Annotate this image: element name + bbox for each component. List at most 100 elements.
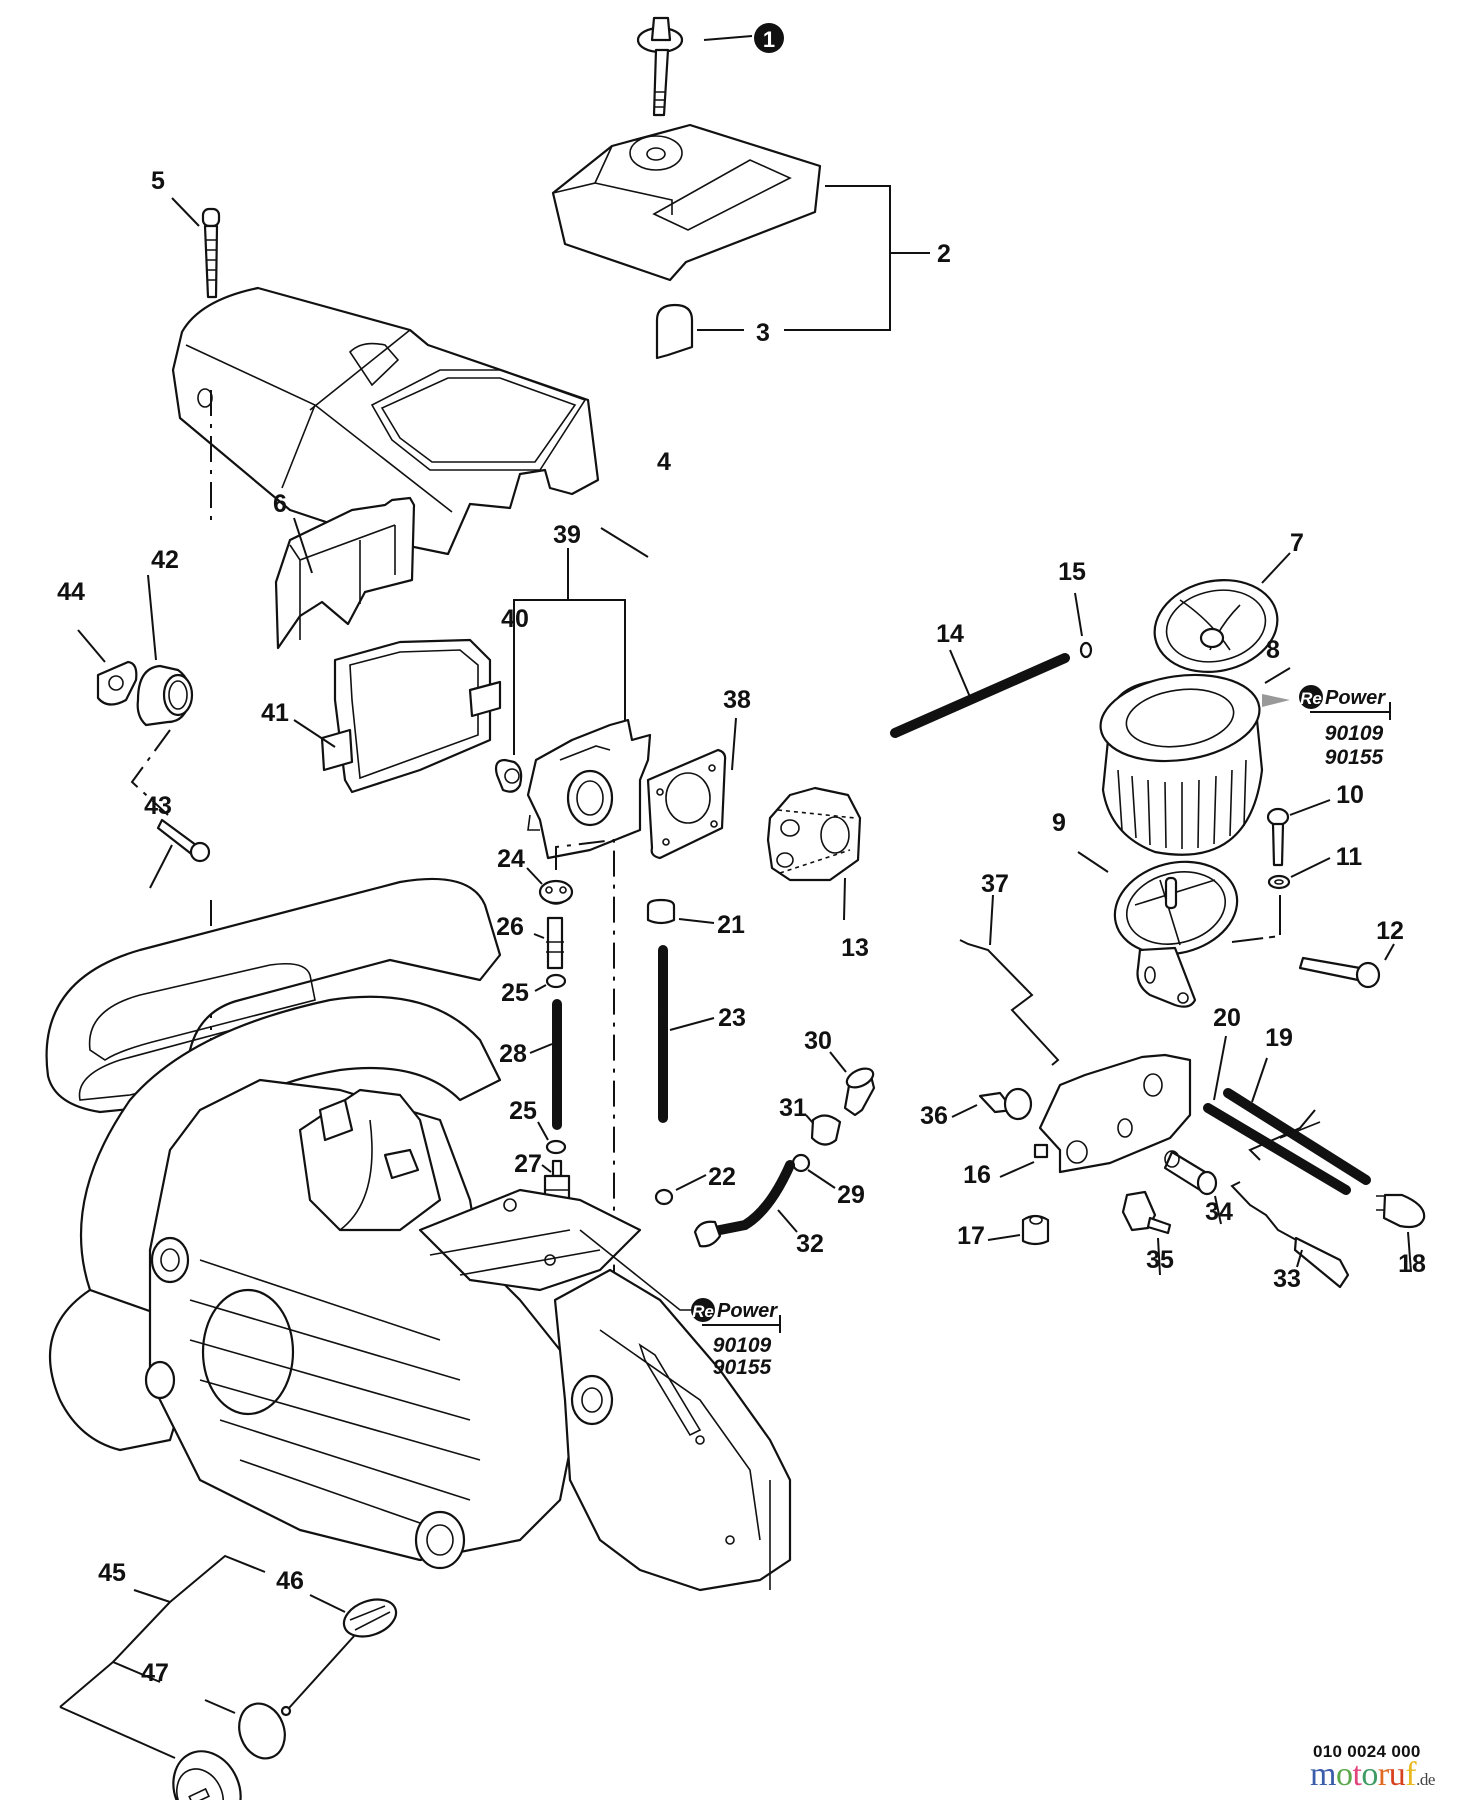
chainsaw-body <box>45 877 792 1592</box>
repower-re: Re <box>692 1302 714 1321</box>
callout-1: 1 <box>763 27 775 52</box>
part-40-bushing <box>494 758 523 793</box>
part-47-o-ring <box>238 1702 286 1760</box>
repower-code: 90155 <box>713 1356 772 1379</box>
part-20-hose <box>1203 1103 1351 1195</box>
callout-43: 43 <box>144 792 172 820</box>
repower-power: Power <box>1325 687 1386 709</box>
brand-letter: o <box>1361 1756 1378 1793</box>
repower-code: 90109 <box>713 1334 772 1357</box>
callout-40: 40 <box>501 605 529 633</box>
callout-4: 4 <box>657 448 671 476</box>
callout-35: 35 <box>1146 1246 1174 1274</box>
part-10-screw <box>1266 807 1290 867</box>
part-44-gasket <box>96 660 138 706</box>
diagram-part-number: 010 0024 000 <box>1313 1742 1421 1761</box>
callout-44: 44 <box>57 578 85 606</box>
callout-12: 12 <box>1376 917 1404 945</box>
callout-38: 38 <box>723 686 751 714</box>
part-1-knob-screw <box>636 16 684 117</box>
part-39-intake-bracket <box>526 718 652 860</box>
repower-code: 90155 <box>1325 746 1384 769</box>
callout-42: 42 <box>151 546 179 574</box>
callout-13: 13 <box>841 934 869 962</box>
callout-22: 22 <box>708 1163 736 1191</box>
callout-45: 45 <box>98 1559 126 1587</box>
repower-re: Re <box>1300 689 1322 708</box>
callout-41: 41 <box>261 699 289 727</box>
part-29-ring <box>791 1153 811 1173</box>
callout-37: 37 <box>981 870 1009 898</box>
part-32-oil-line <box>693 1160 795 1248</box>
callout-14: 14 <box>936 620 964 648</box>
part-37-link-rod <box>959 939 1060 1066</box>
part-4-housing-cover <box>171 286 600 556</box>
part-25-ring-top <box>545 973 567 989</box>
part-6-filter-plate <box>274 496 416 650</box>
callout-9: 9 <box>1052 809 1066 837</box>
callout-29: 29 <box>837 1181 865 1209</box>
repower-code: 90109 <box>1325 722 1384 745</box>
callout-21: 21 <box>717 911 745 939</box>
part-13-carburetor <box>766 786 862 882</box>
part-46-dipstick <box>280 1598 398 1717</box>
part-9-filter-base <box>1113 860 1239 1008</box>
callout-47: 47 <box>141 1659 169 1687</box>
callout-15: 15 <box>1058 558 1086 586</box>
callout-25-bottom: 25 <box>509 1097 537 1125</box>
part-42-intake-elbow <box>136 664 194 727</box>
repower-logo-icon <box>1299 685 1323 709</box>
callout-7: 7 <box>1290 529 1304 557</box>
part-16-switch-housing <box>1033 1053 1192 1174</box>
part-25-ring-bottom <box>545 1139 567 1155</box>
repower-logo-icon <box>691 1298 715 1322</box>
part-7-filter-cap <box>1153 579 1279 673</box>
callout-3: 3 <box>756 319 770 347</box>
callout-20: 20 <box>1213 1004 1241 1032</box>
part-18-primer-bulb <box>1376 1193 1426 1229</box>
repower-badge-air-filter: Re Power 90109 90155 <box>1262 685 1391 769</box>
brand-letter: t <box>1352 1756 1362 1793</box>
callout-5: 5 <box>151 167 165 195</box>
part-2-top-cover <box>551 123 822 282</box>
callout-28: 28 <box>499 1040 527 1068</box>
callout-36: 36 <box>920 1102 948 1130</box>
brand-letter: u <box>1388 1756 1406 1793</box>
callout-19: 19 <box>1265 1024 1293 1052</box>
motoruf-logo[interactable]: motoruf.de <box>1310 1758 1435 1797</box>
callout-46: 46 <box>276 1567 304 1595</box>
callout-24: 24 <box>497 845 525 873</box>
part-38-gasket <box>646 748 727 860</box>
callout-2: 2 <box>937 240 951 268</box>
part-14-hose <box>890 653 1070 738</box>
callout-33: 33 <box>1273 1265 1301 1293</box>
brand-letter: f <box>1405 1756 1417 1793</box>
callout-16: 16 <box>963 1161 991 1189</box>
repower-power: Power <box>717 1300 778 1322</box>
part-21-cap <box>646 898 676 925</box>
callout-11: 11 <box>1336 843 1363 871</box>
callout-labels: 1 2 3 4 5 6 7 8 9 10 11 12 13 14 15 16 1… <box>57 23 1426 1687</box>
callout-23: 23 <box>718 1004 746 1032</box>
part-17-spacer <box>1021 1214 1050 1246</box>
part-11-washer <box>1267 874 1291 890</box>
part-15-ring <box>1079 641 1093 659</box>
part-24-grommet <box>538 879 574 905</box>
repower-badge-fuel-filter: Re Power 90109 90155 <box>691 1298 781 1379</box>
callout-27: 27 <box>514 1150 542 1178</box>
part-30-fitting <box>843 1067 876 1117</box>
callout-1-badge <box>754 23 784 53</box>
part-31-grommet <box>810 1114 842 1146</box>
callout-31: 31 <box>779 1094 807 1122</box>
callout-18: 18 <box>1398 1250 1426 1278</box>
brand-tld: .de <box>1416 1770 1435 1789</box>
callout-34: 34 <box>1205 1198 1233 1226</box>
callout-6: 6 <box>273 490 287 518</box>
brand-letter: o <box>1335 1756 1353 1793</box>
part-19-hose <box>1223 1088 1371 1185</box>
callout-10: 10 <box>1336 781 1364 809</box>
callout-32: 32 <box>796 1230 824 1258</box>
part-5-screw <box>201 207 221 299</box>
part-8-air-filter <box>1099 673 1264 856</box>
